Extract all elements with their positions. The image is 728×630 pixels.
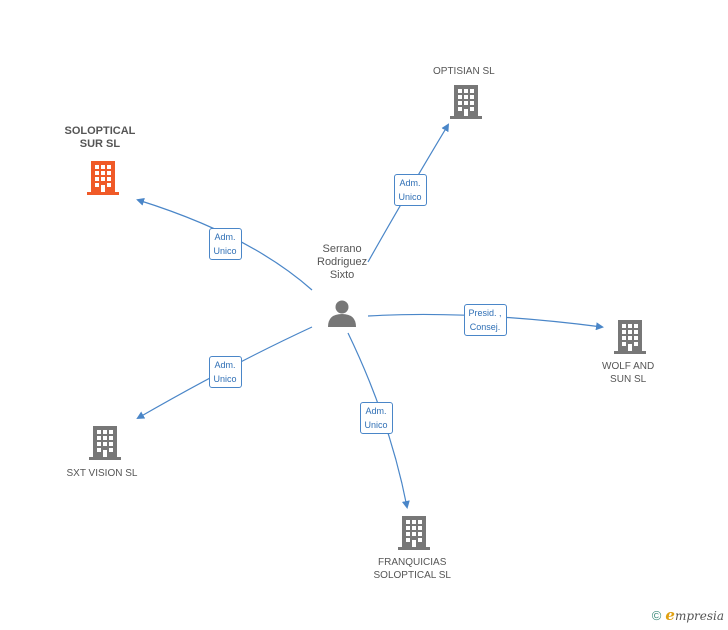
company-label-line: SOLOPTICAL SL <box>373 570 451 581</box>
relation-label-sxt-vision: Adm. Unico <box>208 356 242 388</box>
relation-label-line: Adm. <box>214 232 236 242</box>
relation-label-wolf-and-sun: Presid. , Consej. <box>463 304 507 336</box>
relation-label-line: Unico <box>364 420 388 430</box>
relation-label-line: Adm. <box>399 178 421 188</box>
building-icon[interactable] <box>87 161 119 195</box>
company-label-optisian[interactable]: OPTISIAN SL <box>433 65 495 78</box>
company-label-franquicias[interactable]: FRANQUICIAS SOLOPTICAL SL <box>374 556 451 582</box>
person-icon[interactable] <box>328 300 356 328</box>
building-icon[interactable] <box>398 516 430 550</box>
company-label-line: SUR SL <box>79 138 121 150</box>
brand-logo: empresia <box>665 606 724 624</box>
building-icon[interactable] <box>450 85 482 119</box>
building-icon[interactable] <box>614 320 646 354</box>
company-label-wolf-and-sun[interactable]: WOLF AND SUN SL <box>602 360 654 386</box>
person-label-line: Rodriguez <box>317 256 368 268</box>
relation-label-line: Unico <box>398 192 422 202</box>
relation-label-optisian: Adm. Unico <box>393 174 427 206</box>
company-label-line: FRANQUICIAS <box>378 557 447 568</box>
person-label-line: Serrano <box>322 243 362 255</box>
company-label-line: SXT VISION SL <box>66 468 138 479</box>
company-label-line: OPTISIAN SL <box>433 66 495 77</box>
person-label-line: Sixto <box>329 269 355 281</box>
building-icon[interactable] <box>89 426 121 460</box>
relation-label-line: Consej. <box>469 322 501 332</box>
relation-label-line: Adm. <box>365 406 387 416</box>
empresia-watermark: ©empresia <box>652 606 724 624</box>
relation-label-line: Adm. <box>214 360 236 370</box>
company-label-line: SOLOPTICAL <box>64 125 136 137</box>
relation-label-soloptical-sur: Adm. Unico <box>208 228 242 260</box>
copyright-icon: © <box>651 608 662 623</box>
company-label-sxt-vision[interactable]: SXT VISION SL <box>67 467 138 480</box>
relation-label-line: Unico <box>213 374 237 384</box>
company-label-line: WOLF AND <box>602 361 655 372</box>
relation-label-line: Presid. , <box>468 308 502 318</box>
relation-label-line: Unico <box>213 246 237 256</box>
relation-label-franquicias: Adm. Unico <box>359 402 393 434</box>
company-label-line: SUN SL <box>610 374 647 385</box>
